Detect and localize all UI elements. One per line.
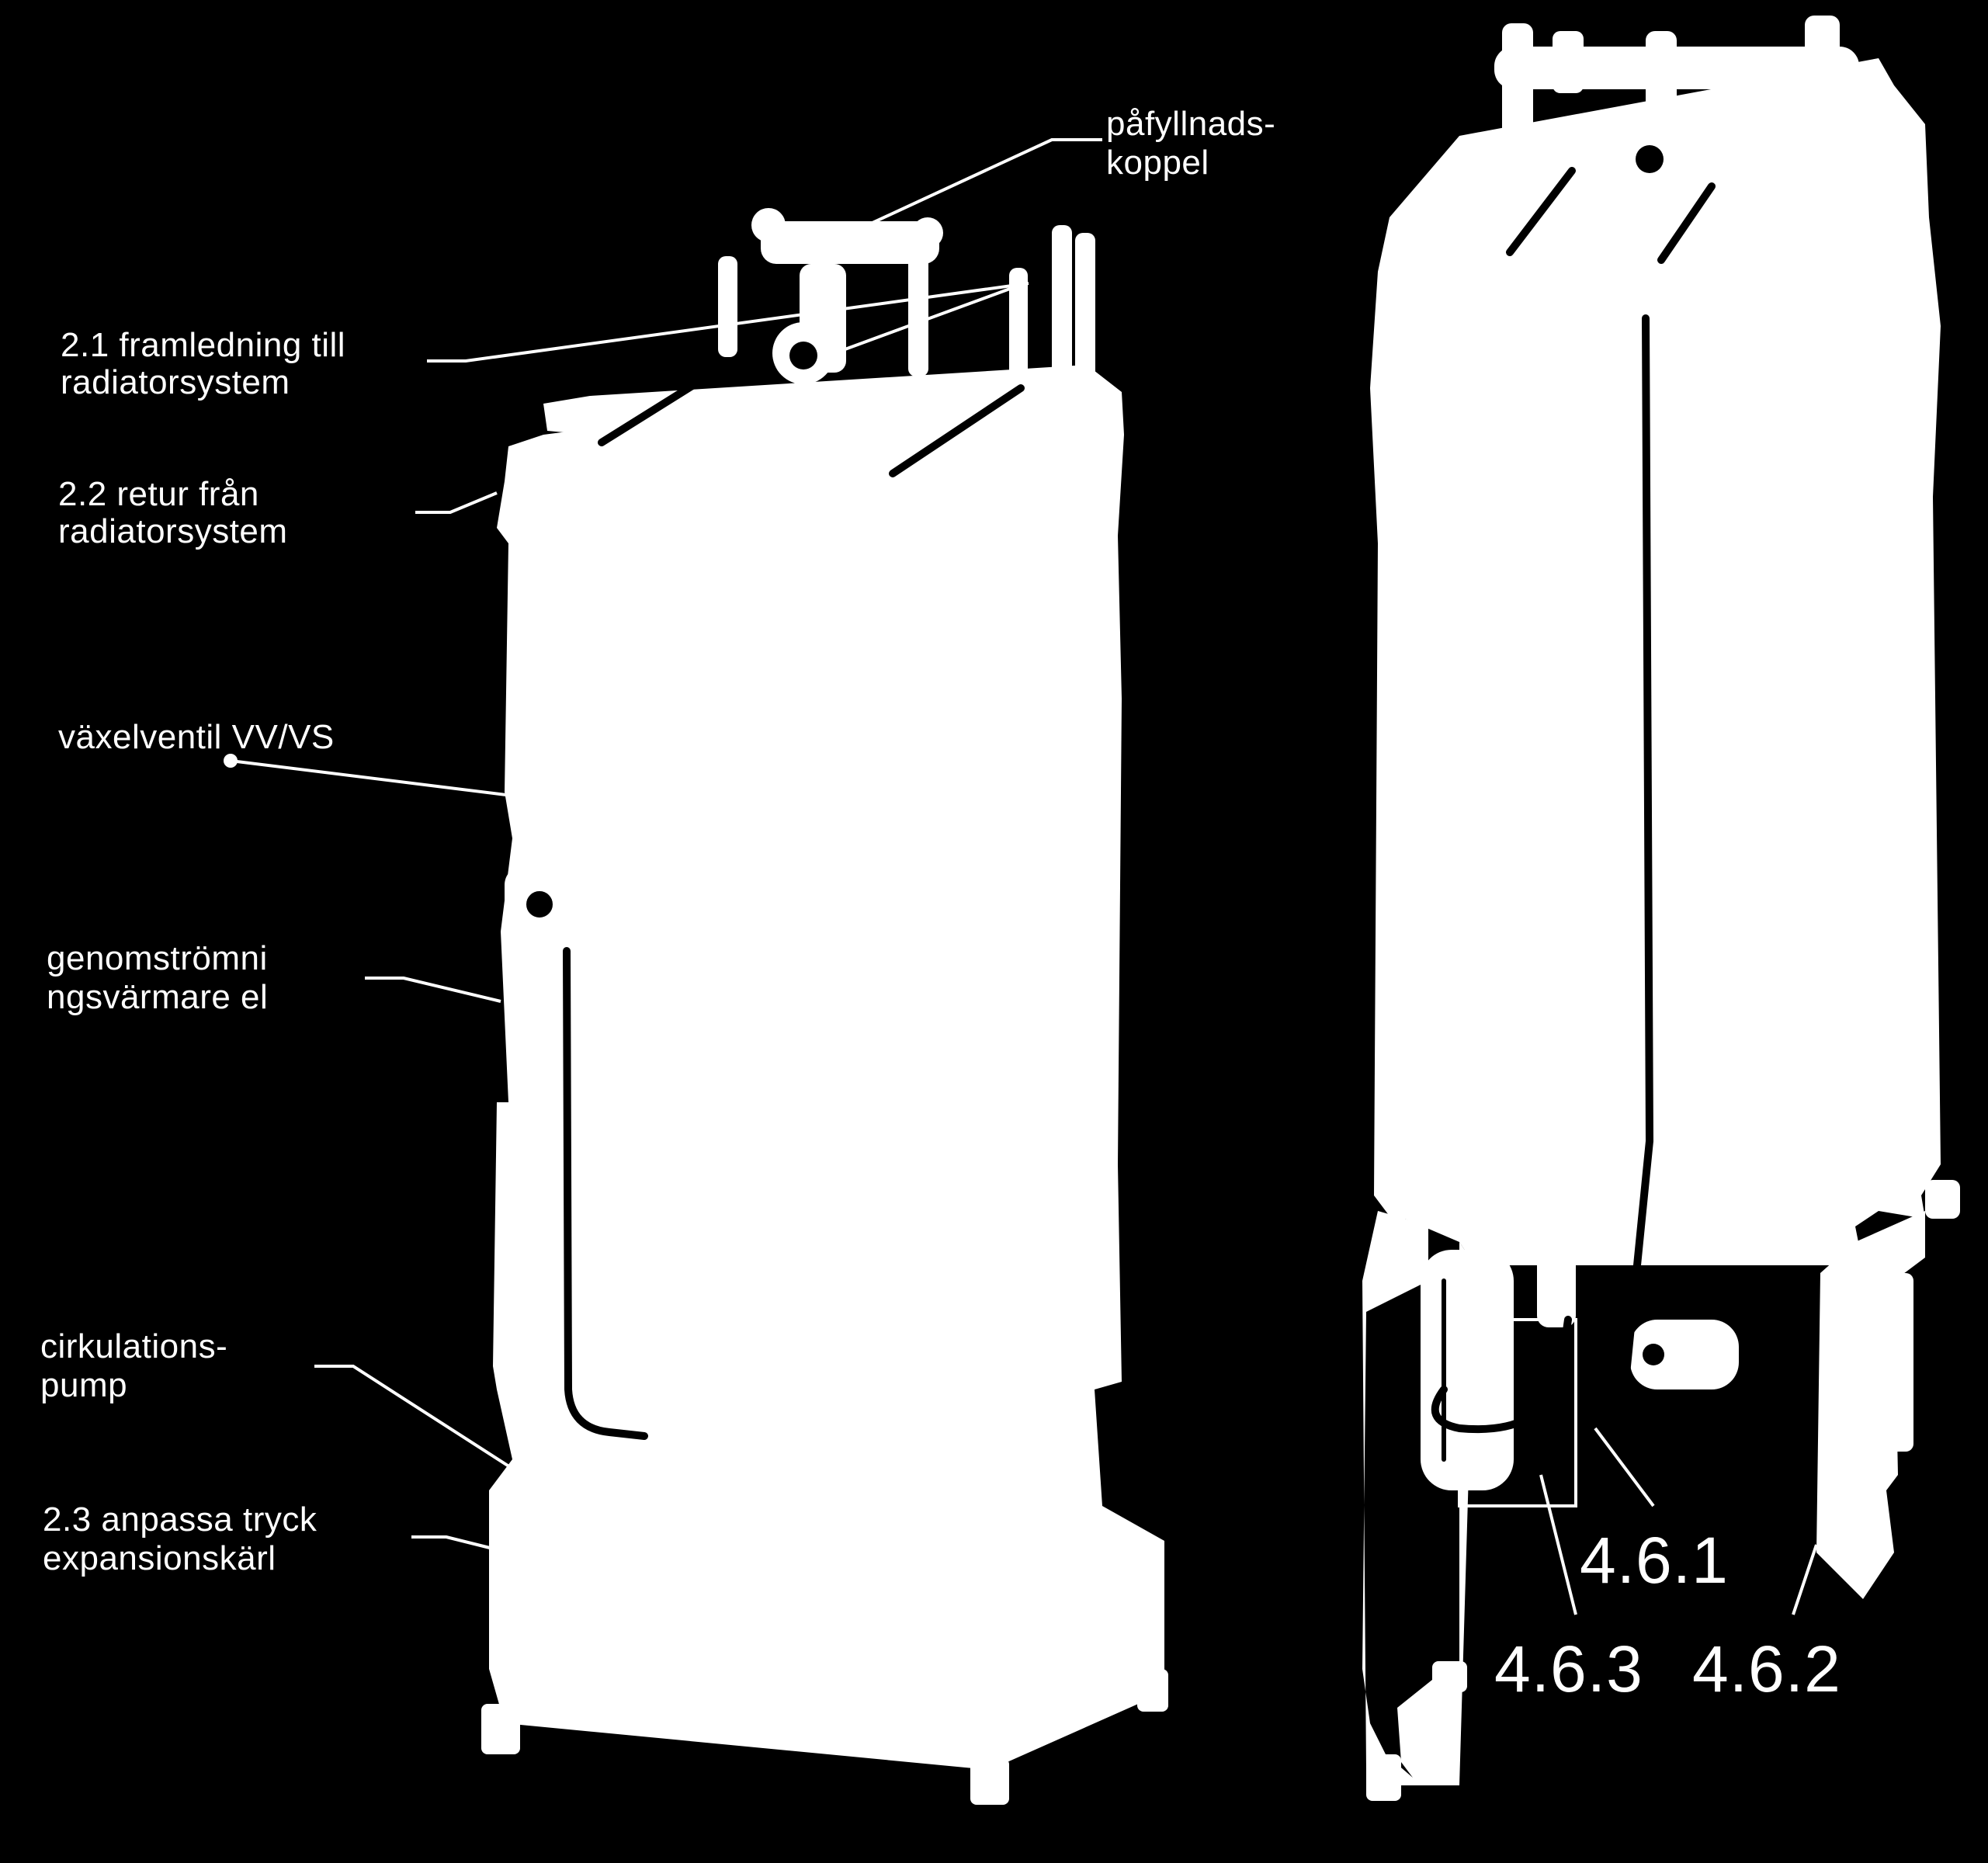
label-pafyllnad-line2: koppel	[1106, 144, 1209, 182]
right-foot-2	[1432, 1661, 1467, 1692]
left-top-pump-eye	[789, 342, 817, 369]
label-4-6-1: 4.6.1	[1580, 1524, 1729, 1597]
label-4-6-3: 4.6.3	[1494, 1632, 1643, 1705]
left-pump-eye	[526, 891, 553, 918]
left-valve-knob-2	[912, 217, 943, 248]
leader-461	[1594, 1427, 1655, 1507]
leader-vaxelventil	[230, 759, 513, 797]
label-vaxelventil: växelventil VV/VS	[58, 718, 335, 756]
label-genom-line2: ngsvärmare el	[47, 978, 269, 1016]
right-right-side-pipe	[1886, 1273, 1913, 1452]
label-framledning-line2: radiatorsystem	[61, 363, 290, 401]
left-pipe-groove-1	[598, 361, 730, 446]
leader-463	[1539, 1474, 1577, 1615]
left-pipe-2	[908, 233, 928, 376]
right-valve-4	[1553, 31, 1584, 93]
left-pipe-3	[1052, 225, 1072, 392]
leader-lines	[230, 138, 1818, 1615]
right-bottom-pump-eye	[1643, 1344, 1664, 1365]
right-bottom-box-outline	[1458, 1318, 1577, 1507]
label-framledning-line1: 2.1 framledning till	[61, 326, 346, 364]
right-bottom-fitting	[1537, 1226, 1576, 1327]
right-bottom-hose	[1431, 1316, 1572, 1434]
right-long-pipe	[1595, 314, 1654, 1448]
left-pipe-4	[1075, 233, 1095, 396]
right-right-leg	[1816, 1211, 1925, 1599]
right-pipe-groove-1	[1506, 167, 1576, 256]
left-tank-collar	[543, 365, 1110, 435]
leader-framledning	[427, 282, 1029, 363]
leader-genom	[365, 977, 501, 1003]
right-foot-1	[1366, 1754, 1401, 1801]
right-unit	[1362, 16, 1960, 1801]
left-valve-knob-1	[751, 208, 786, 242]
right-unit-details	[1431, 145, 1716, 1462]
right-valve-1	[1502, 23, 1533, 163]
left-pipe-groove-2	[889, 384, 1025, 477]
right-top-pump-eye	[1636, 145, 1664, 173]
label-4-6-2: 4.6.2	[1692, 1632, 1841, 1705]
label-anpassa-line2: expansionskärl	[43, 1539, 276, 1577]
right-right-side-fitting	[1925, 1180, 1960, 1219]
left-top-manifold	[761, 221, 939, 264]
right-bottom-pump	[1630, 1320, 1739, 1389]
left-unit	[481, 208, 1168, 1805]
label-retur-line2: radiatorsystem	[58, 512, 288, 550]
vaxelventil-dot	[224, 754, 238, 768]
label-retur-line1: 2.2 retur från	[58, 475, 259, 513]
left-foot-3	[1137, 1669, 1168, 1712]
left-foot-1	[481, 1704, 520, 1754]
right-tank-body	[1370, 58, 1941, 1265]
label-anpassa-line1: 2.3 anpassa tryck	[43, 1500, 317, 1539]
label-cirk-line2: pump	[40, 1366, 128, 1404]
right-expansion-vessel	[1421, 1250, 1514, 1490]
right-pipe-groove-2	[1657, 182, 1716, 264]
leader-retur	[415, 491, 498, 514]
label-pafyllnad-line1: påfyllnads-	[1106, 105, 1276, 143]
left-vertical-pipe	[563, 947, 648, 1440]
leader-cirk	[314, 1365, 518, 1473]
leader-pafyllnad	[841, 138, 1102, 238]
label-genom-line1: genomströmni	[47, 939, 268, 977]
leader-anpassa	[411, 1535, 494, 1550]
label-cirk-line1: cirkulations-	[40, 1327, 228, 1365]
left-unit-details	[526, 342, 1025, 1440]
leader-462	[1792, 1544, 1818, 1615]
right-valve-3	[1805, 16, 1840, 163]
left-tank-body	[489, 365, 1164, 1770]
leader-framledning-2	[834, 282, 1025, 355]
left-foot-2	[970, 1758, 1009, 1805]
left-pipe-1	[718, 256, 737, 357]
left-pipe-5	[1009, 268, 1028, 384]
